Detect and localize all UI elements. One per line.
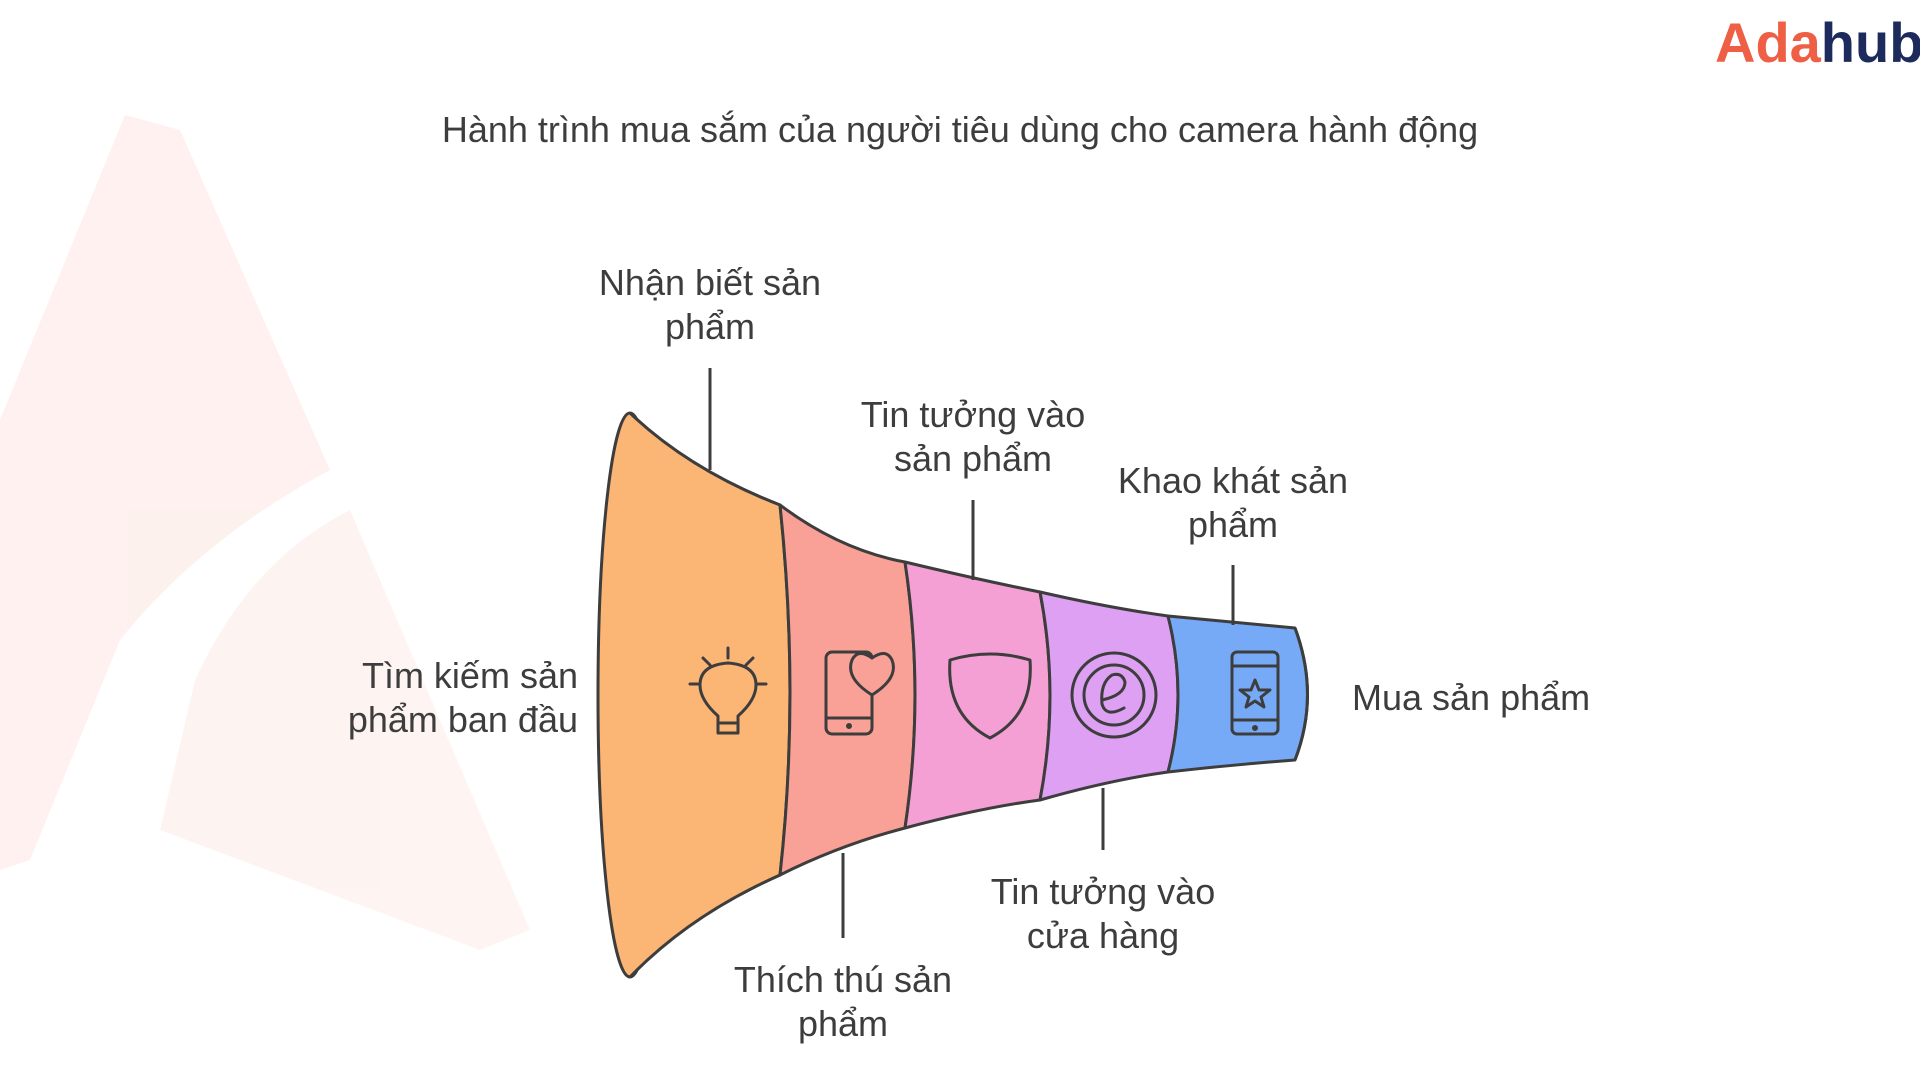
stage-label-3: Thích thú sản phẩm	[734, 959, 952, 1044]
phone-star-icon	[1230, 650, 1280, 736]
stage-label-4-line2: sản phẩm	[894, 438, 1052, 479]
stage-label-1-line2: phẩm ban đầu	[348, 699, 578, 740]
funnel-segment-2	[778, 503, 917, 877]
stage-label-7: Mua sản phẩm	[1352, 677, 1590, 718]
brand-logo-part1: Ada	[1715, 11, 1822, 74]
stage-label-6-line1: Khao khát sản	[1118, 460, 1348, 501]
diagram-title: Hành trình mua sắm của người tiêu dùng c…	[442, 109, 1478, 150]
stage-label-4-line1: Tin tưởng vào	[861, 394, 1085, 435]
stage-label-5-line1: Tin tưởng vào	[991, 871, 1215, 912]
brand-logo: Adahub	[1715, 11, 1920, 74]
stage-label-1-line1: Tìm kiếm sản	[362, 655, 578, 696]
shield-icon	[948, 652, 1032, 740]
svg-text:Adahub: Adahub	[1715, 11, 1920, 74]
stage-label-5-line2: cửa hàng	[1027, 915, 1179, 956]
phone-heart-icon	[824, 650, 895, 736]
stage-label-1: Tìm kiếm sản phẩm ban đầu	[348, 655, 578, 740]
stage-label-7-line1: Mua sản phẩm	[1352, 677, 1590, 718]
stage-label-6-line2: phẩm	[1188, 504, 1278, 545]
stage-label-6: Khao khát sản phẩm	[1118, 460, 1348, 545]
stage-label-2: Nhận biết sản phẩm	[599, 262, 821, 347]
watermark-logo	[0, 115, 530, 950]
stage-label-5: Tin tưởng vào cửa hàng	[991, 871, 1215, 956]
stage-label-2-line1: Nhận biết sản	[599, 262, 821, 303]
stage-label-2-line2: phẩm	[665, 306, 755, 347]
stage-label-3-line1: Thích thú sản	[734, 959, 952, 1000]
brand-logo-part2: hub	[1821, 11, 1920, 74]
stage-label-4: Tin tưởng vào sản phẩm	[861, 394, 1085, 479]
funnel-segment-5	[1166, 614, 1309, 774]
lightbulb-icon	[688, 646, 768, 735]
e-circle-icon	[1070, 651, 1158, 739]
stage-label-3-line2: phẩm	[798, 1003, 888, 1044]
connector-lines	[708, 368, 1235, 938]
funnel-segments	[596, 411, 1309, 979]
